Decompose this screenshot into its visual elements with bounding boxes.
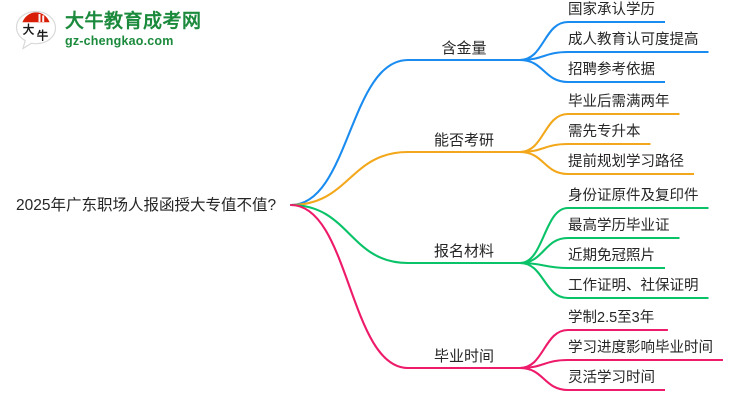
brand-text: 大牛教育成考网 gz-chengkao.com: [65, 12, 202, 48]
speech-bubble-logo-icon: 大 牛: [14, 9, 58, 51]
leaf-node-label[interactable]: 近期免冠照片: [568, 248, 655, 264]
leaf-node-label[interactable]: 工作证明、社保证明: [568, 278, 699, 294]
branch-node-label[interactable]: 毕业时间: [434, 348, 495, 365]
branch-node-label[interactable]: 能否考研: [434, 132, 495, 149]
leaf-node-label[interactable]: 灵活学习时间: [568, 370, 655, 386]
leaf-node-label[interactable]: 身份证原件及复印件: [568, 188, 699, 204]
leaf-node-label[interactable]: 学制2.5至3年: [568, 310, 655, 326]
branch-node-label[interactable]: 含金量: [441, 40, 487, 57]
leaf-node-label[interactable]: 毕业后需满两年: [568, 94, 670, 110]
site-logo[interactable]: 大 牛 大牛教育成考网 gz-chengkao.com: [14, 9, 202, 51]
root-node-label[interactable]: 2025年广东职场人报函授大专值不值?: [16, 197, 277, 214]
brand-name-cn: 大牛教育成考网: [65, 11, 202, 33]
svg-text:大: 大: [23, 23, 35, 37]
leaf-node-label[interactable]: 最高学历毕业证: [568, 218, 670, 234]
leaf-node-label[interactable]: 成人教育认可度提高: [568, 32, 699, 48]
leaf-node-label[interactable]: 需先专升本: [568, 124, 641, 140]
leaf-node-label[interactable]: 国家承认学历: [568, 2, 655, 18]
leaf-node-label[interactable]: 提前规划学习路径: [568, 154, 684, 170]
leaf-node-label[interactable]: 学习进度影响毕业时间: [568, 340, 713, 356]
branch-node-label[interactable]: 报名材料: [434, 243, 495, 260]
brand-name-en: gz-chengkao.com: [65, 34, 174, 49]
leaf-node-label[interactable]: 招聘参考依据: [568, 62, 655, 78]
svg-text:牛: 牛: [37, 29, 49, 43]
